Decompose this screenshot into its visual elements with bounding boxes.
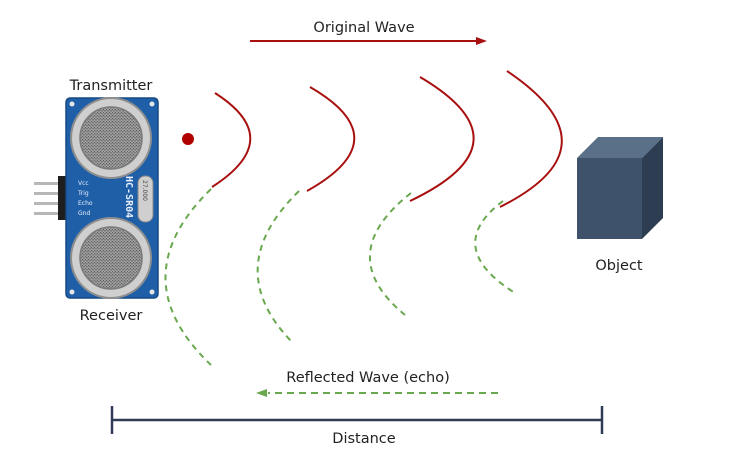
reflected-wave-label: Reflected Wave (echo) (286, 370, 449, 386)
crystal-label: 27.000 (141, 180, 148, 201)
red-dot-icon (182, 133, 194, 145)
pin-label: Vcc (78, 180, 89, 187)
reflected-wavefront (369, 192, 412, 316)
crystal-oscillator (137, 175, 154, 223)
original-wavefront (306, 86, 356, 192)
reflected-wave-arrow (256, 389, 498, 397)
original-wave-label: Original Wave (313, 20, 414, 36)
cube-icon (577, 137, 663, 239)
reflected-wavefront (164, 188, 212, 366)
receiver-transducer (70, 217, 152, 299)
original-wavefront (499, 70, 563, 208)
pin-label: Gnd (78, 210, 90, 217)
ultrasonic-sensor-icon: Vcc Trig Echo Gnd HC-SR04 27.000 (34, 97, 159, 299)
original-wavefront (409, 76, 475, 202)
original-wavefronts (211, 70, 563, 208)
original-wave-arrow (250, 37, 487, 45)
reflected-wavefront (256, 190, 300, 343)
pin-label: Echo (78, 200, 93, 207)
sensor-pins (34, 176, 70, 220)
original-wavefront (211, 92, 252, 188)
transmitter-transducer (70, 97, 152, 179)
reflected-wavefront (474, 200, 516, 294)
pin-label: Trig (77, 190, 89, 197)
object-label: Object (595, 258, 643, 274)
reflected-wavefronts (164, 188, 516, 366)
sensor-model-label: HC-SR04 (123, 176, 134, 218)
transmitter-label: Transmitter (69, 78, 153, 94)
distance-bar (110, 406, 604, 434)
receiver-label: Receiver (80, 308, 143, 324)
distance-label: Distance (332, 431, 395, 447)
